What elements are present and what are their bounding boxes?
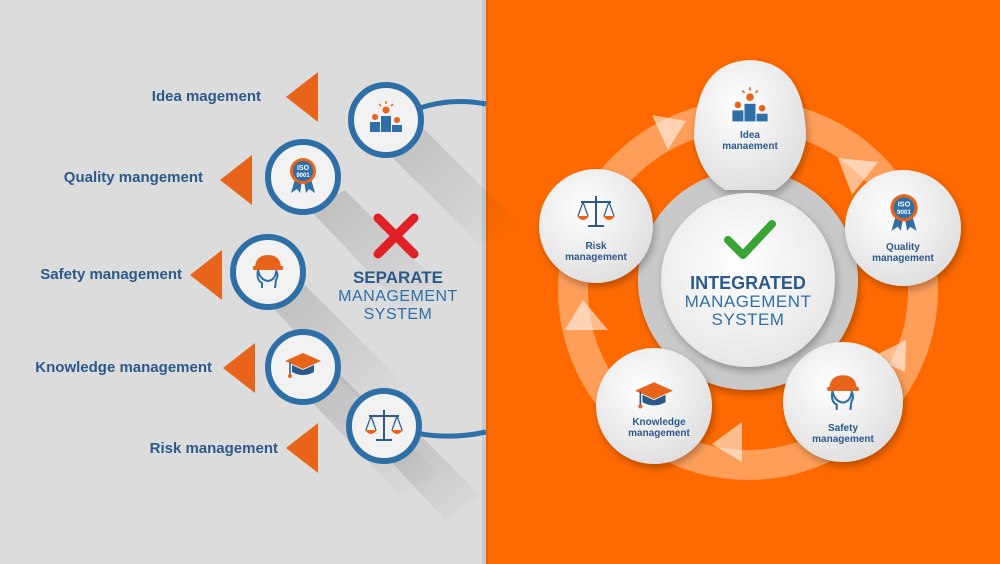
- node-label-line2: management: [872, 253, 934, 264]
- node-label-line2: management: [565, 252, 627, 263]
- pointer-triangle-icon: [190, 250, 222, 300]
- left-item-label: Safety management: [40, 266, 182, 283]
- integrated-title-line3: SYSTEM: [712, 310, 785, 329]
- checkmark-icon: [724, 220, 776, 259]
- separate-title-line2: MANAGEMENT: [338, 288, 458, 305]
- left-item-label: Idea magement: [152, 88, 261, 105]
- node-label-line2: management: [628, 428, 690, 439]
- left-item-knowledge: Knowledge management: [35, 329, 341, 405]
- left-item-safety: Safety management: [40, 234, 306, 310]
- node-safety: Safety management: [783, 342, 903, 462]
- node-bubble: [694, 60, 806, 190]
- node-label-line2: manaement: [722, 141, 778, 152]
- node-idea: Idea manaement: [694, 60, 806, 190]
- left-item-label: Knowledge management: [35, 359, 212, 376]
- cycle-arrow-icon: [838, 158, 878, 195]
- pointer-triangle-icon: [223, 343, 255, 393]
- node-label-line2: management: [812, 434, 874, 445]
- left-item-circle: [230, 234, 306, 310]
- center-hub: [661, 193, 835, 367]
- node-quality: Quality management: [845, 170, 961, 286]
- integrated-title-line1: INTEGRATED: [690, 273, 806, 293]
- node-label-line1: Risk: [585, 241, 607, 252]
- separate-system: Idea magement Quality mangement Safety m…: [35, 72, 520, 520]
- cycle-arrow-icon: [712, 422, 742, 462]
- cycle-arrow-icon: [565, 300, 608, 330]
- pointer-triangle-icon: [220, 155, 252, 205]
- node-bubble: [596, 348, 712, 464]
- left-item-label: Quality mangement: [64, 169, 203, 186]
- left-item-risk: Risk management: [150, 388, 422, 473]
- pointer-triangle-icon: [286, 72, 318, 122]
- panel-divider: [482, 0, 488, 564]
- node-knowledge: Knowledge management: [596, 348, 712, 464]
- cycle-arrow-icon: [652, 115, 686, 150]
- left-item-label: Risk management: [150, 440, 278, 457]
- node-label-line1: Idea: [740, 130, 760, 141]
- integrated-system: Idea manaement Quality management Safety…: [539, 60, 961, 480]
- node-label-line1: Safety: [828, 423, 858, 434]
- separate-title-line3: SYSTEM: [364, 306, 433, 323]
- node-label-line1: Knowledge: [632, 417, 686, 428]
- left-item-quality: Quality mangement: [64, 139, 341, 215]
- separate-title-line1: SEPARATE: [353, 268, 443, 287]
- node-risk: Risk management: [539, 169, 653, 283]
- cycle-arrow-icon: [872, 340, 906, 372]
- shadow: [385, 435, 480, 520]
- shadow: [270, 285, 405, 405]
- integrated-title-line2: MANAGEMENT: [685, 292, 812, 311]
- pointer-triangle-icon: [286, 423, 318, 473]
- node-label-line1: Quality: [886, 242, 920, 253]
- cross-icon: [373, 213, 419, 259]
- node-bubble: [845, 170, 961, 286]
- shadow: [380, 125, 520, 245]
- left-item-idea: Idea magement: [152, 72, 424, 158]
